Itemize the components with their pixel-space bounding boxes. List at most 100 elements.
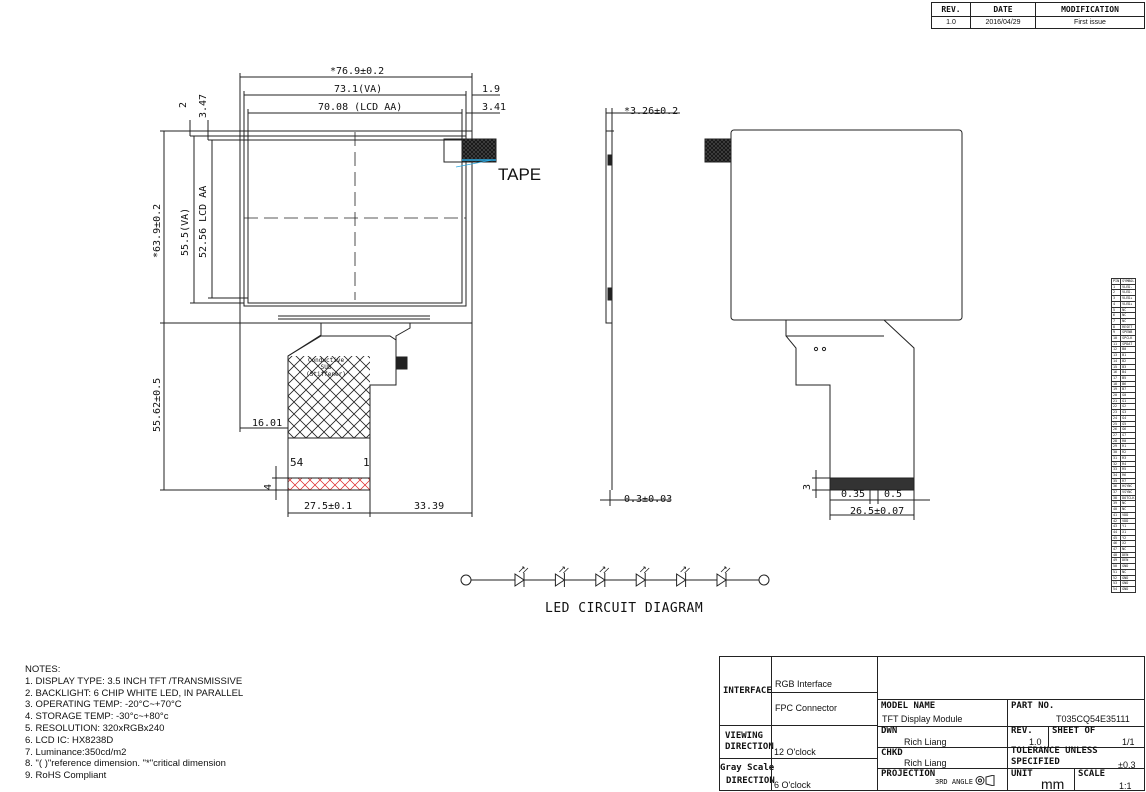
- pin-symbol: Y2: [1120, 534, 1137, 542]
- projection-value: 3RD ANGLE: [935, 778, 973, 786]
- dim-outline-width: *76.9±0.2: [330, 66, 385, 77]
- viewing-direction-value: 12 O'clock: [774, 747, 816, 757]
- dim-right-1: 1.9: [482, 84, 501, 95]
- dim-contact-width: 26.5±0.07: [850, 506, 905, 517]
- third-angle-projection-icon: [975, 775, 995, 786]
- chkd-label: CHKD: [881, 748, 903, 758]
- interface-value-1: RGB Interface: [775, 679, 833, 689]
- note-item: 2. BACKLIGHT: 6 CHIP WHITE LED, IN PARAL…: [25, 687, 244, 699]
- front-view: [160, 73, 500, 517]
- led-symbol: [635, 566, 650, 587]
- pin-symbol: GND: [1120, 563, 1137, 570]
- pin-symbol: DOTCLK: [1120, 494, 1137, 502]
- dim-top-1: 2: [178, 101, 189, 108]
- dim-right-2: 3.41: [482, 102, 507, 113]
- notes-block: NOTES: 1. DISPLAY TYPE: 3.5 INCH TFT /TR…: [25, 664, 243, 782]
- dim-aa-width: 70.08 (LCD AA): [318, 102, 403, 113]
- rev-label: REV.: [1011, 726, 1033, 736]
- pin-first-label: 54: [290, 456, 304, 469]
- pin-symbol: GND: [1120, 585, 1137, 593]
- dim-fpc-thickness: 0.3±0.03: [624, 494, 673, 505]
- part-no-label: PART NO.: [1011, 701, 1055, 711]
- led-symbol: [595, 566, 610, 587]
- notes-heading: NOTES:: [25, 664, 61, 675]
- tolerance-value: ±0.3: [1118, 760, 1136, 770]
- pin-symbol: DEN: [1120, 551, 1137, 559]
- revision-table: REV. DATE MODIFICATION 1.0 2016/04/29 Fi…: [931, 2, 1145, 29]
- unit-label: UNIT: [1011, 769, 1033, 779]
- dim-contact-length: 3: [802, 483, 813, 490]
- rev-value: 1.0: [1029, 737, 1042, 747]
- pin-symbol: VDD: [1120, 517, 1137, 525]
- scale-label: SCALE: [1078, 769, 1106, 779]
- note-item: 4. STORAGE TEMP: -30°c~+80°c: [25, 711, 169, 723]
- pin-symbol: NC: [1120, 546, 1137, 553]
- dwn-value: Rich Liang: [904, 737, 947, 747]
- pin-symbol: NC: [1120, 568, 1137, 576]
- pin-symbol: GND: [1120, 574, 1137, 582]
- scale-value: 1:1: [1119, 781, 1132, 791]
- interface-value-2: FPC Connector: [775, 703, 838, 713]
- led-symbol: [514, 566, 529, 587]
- led-cathode-terminal: [758, 574, 770, 586]
- interface-label: INTERFACE: [723, 686, 772, 696]
- part-no-value: T035CQ54E35111: [1056, 714, 1130, 724]
- pin-symbol: X1: [1120, 528, 1137, 536]
- module-outline: [239, 130, 473, 324]
- back-view: [704, 129, 963, 520]
- note-item: 3. OPERATING TEMP: -20°C~+70°C: [25, 699, 182, 711]
- dim-fpc-offset: 16.01: [252, 418, 283, 429]
- dim-va-width: 73.1(VA): [334, 84, 383, 95]
- projection-label: PROJECTION: [881, 769, 936, 779]
- title-block: INTERFACE RGB Interface FPC Connector VI…: [719, 656, 1145, 792]
- note-item: 7. Luminance:350cd/m2: [25, 746, 127, 758]
- note-item: 1. DISPLAY TYPE: 3.5 INCH TFT /TRANSMISS…: [25, 675, 243, 687]
- led-circuit: [460, 566, 770, 587]
- note-item: 6. LCD IC: HX8238D: [25, 734, 114, 746]
- note-item: 8. "( )"reference dimension. "*"critical…: [25, 758, 226, 770]
- pin-symbol: X2: [1120, 540, 1137, 548]
- pin-symbol: VDD: [1120, 511, 1137, 519]
- pin-last-label: 1: [363, 456, 370, 469]
- led-anode-terminal: [460, 574, 472, 586]
- model-name-value: TFT Display Module: [882, 714, 963, 724]
- dim-fpc-width: 27.5±0.1: [304, 501, 353, 512]
- note-item: 9. RoHS Compliant: [25, 770, 107, 782]
- model-name-label: MODEL NAME: [881, 701, 936, 711]
- dim-tail: 4: [263, 483, 274, 490]
- tape-label: TAPE: [498, 165, 542, 184]
- grayscale-direction-value: 6 O'clock: [774, 780, 811, 790]
- rev-cell: 1.0: [931, 16, 971, 29]
- side-view: [600, 108, 680, 506]
- chkd-value: Rich Liang: [904, 758, 947, 768]
- led-symbol: [676, 566, 690, 587]
- unit-value: mm: [1041, 776, 1065, 792]
- led-symbol: [716, 566, 731, 587]
- pin-symbol: Y1: [1120, 523, 1137, 530]
- dim-fpc-length: 55.62±0.5: [152, 377, 163, 432]
- dwn-label: DWN: [881, 726, 898, 736]
- dim-thickness: *3.26±0.2: [624, 106, 679, 117]
- dim-pitch: 0.35: [841, 489, 866, 500]
- pin-symbol: DEN: [1120, 557, 1137, 565]
- led-symbol: [554, 566, 569, 587]
- note-item: 5. RESOLUTION: 320xRGBx240: [25, 722, 165, 734]
- dim-aa-height: 52.56 LCD AA: [198, 185, 209, 258]
